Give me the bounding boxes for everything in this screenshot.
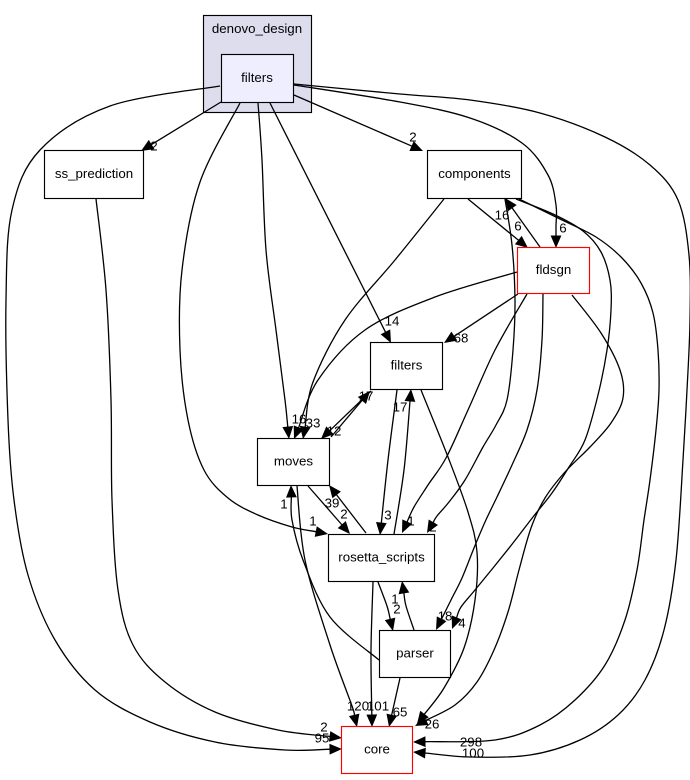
svg-text:14: 14	[385, 314, 400, 329]
svg-text:filters: filters	[391, 358, 423, 373]
svg-text:298: 298	[460, 735, 482, 750]
svg-text:1: 1	[309, 514, 316, 529]
svg-text:rosetta_scripts: rosetta_scripts	[338, 550, 425, 565]
svg-text:2: 2	[409, 130, 416, 145]
svg-text:33: 33	[306, 416, 321, 431]
svg-text:68: 68	[454, 331, 469, 346]
svg-text:18: 18	[438, 609, 453, 624]
svg-text:4: 4	[458, 616, 465, 631]
svg-text:26: 26	[425, 717, 440, 732]
svg-text:17: 17	[359, 389, 374, 404]
svg-text:fldsgn: fldsgn	[536, 262, 571, 277]
svg-text:95: 95	[315, 731, 330, 746]
svg-text:core: core	[364, 742, 390, 757]
svg-text:1: 1	[407, 514, 414, 529]
svg-text:moves: moves	[274, 454, 314, 469]
svg-text:filters: filters	[241, 70, 273, 85]
svg-text:2: 2	[429, 520, 436, 535]
svg-text:1: 1	[280, 497, 287, 512]
svg-text:2: 2	[393, 602, 400, 617]
svg-text:1: 1	[391, 592, 398, 607]
svg-text:100: 100	[462, 746, 484, 761]
svg-text:6: 6	[559, 221, 566, 236]
svg-text:16: 16	[292, 412, 307, 427]
svg-text:2: 2	[340, 507, 347, 522]
svg-text:3: 3	[384, 508, 391, 523]
svg-text:6: 6	[514, 219, 521, 234]
svg-text:2: 2	[320, 720, 327, 735]
svg-text:16: 16	[495, 208, 510, 223]
svg-text:components: components	[438, 166, 511, 181]
svg-text:17: 17	[393, 400, 408, 415]
svg-text:120: 120	[347, 699, 369, 714]
svg-text:39: 39	[325, 496, 340, 511]
svg-text:12: 12	[327, 424, 342, 439]
svg-text:parser: parser	[396, 646, 434, 661]
svg-text:101: 101	[367, 699, 389, 714]
svg-text:denovo_design: denovo_design	[212, 21, 302, 36]
svg-text:2: 2	[150, 139, 157, 154]
svg-text:65: 65	[393, 705, 408, 720]
svg-text:ss_prediction: ss_prediction	[55, 166, 133, 181]
